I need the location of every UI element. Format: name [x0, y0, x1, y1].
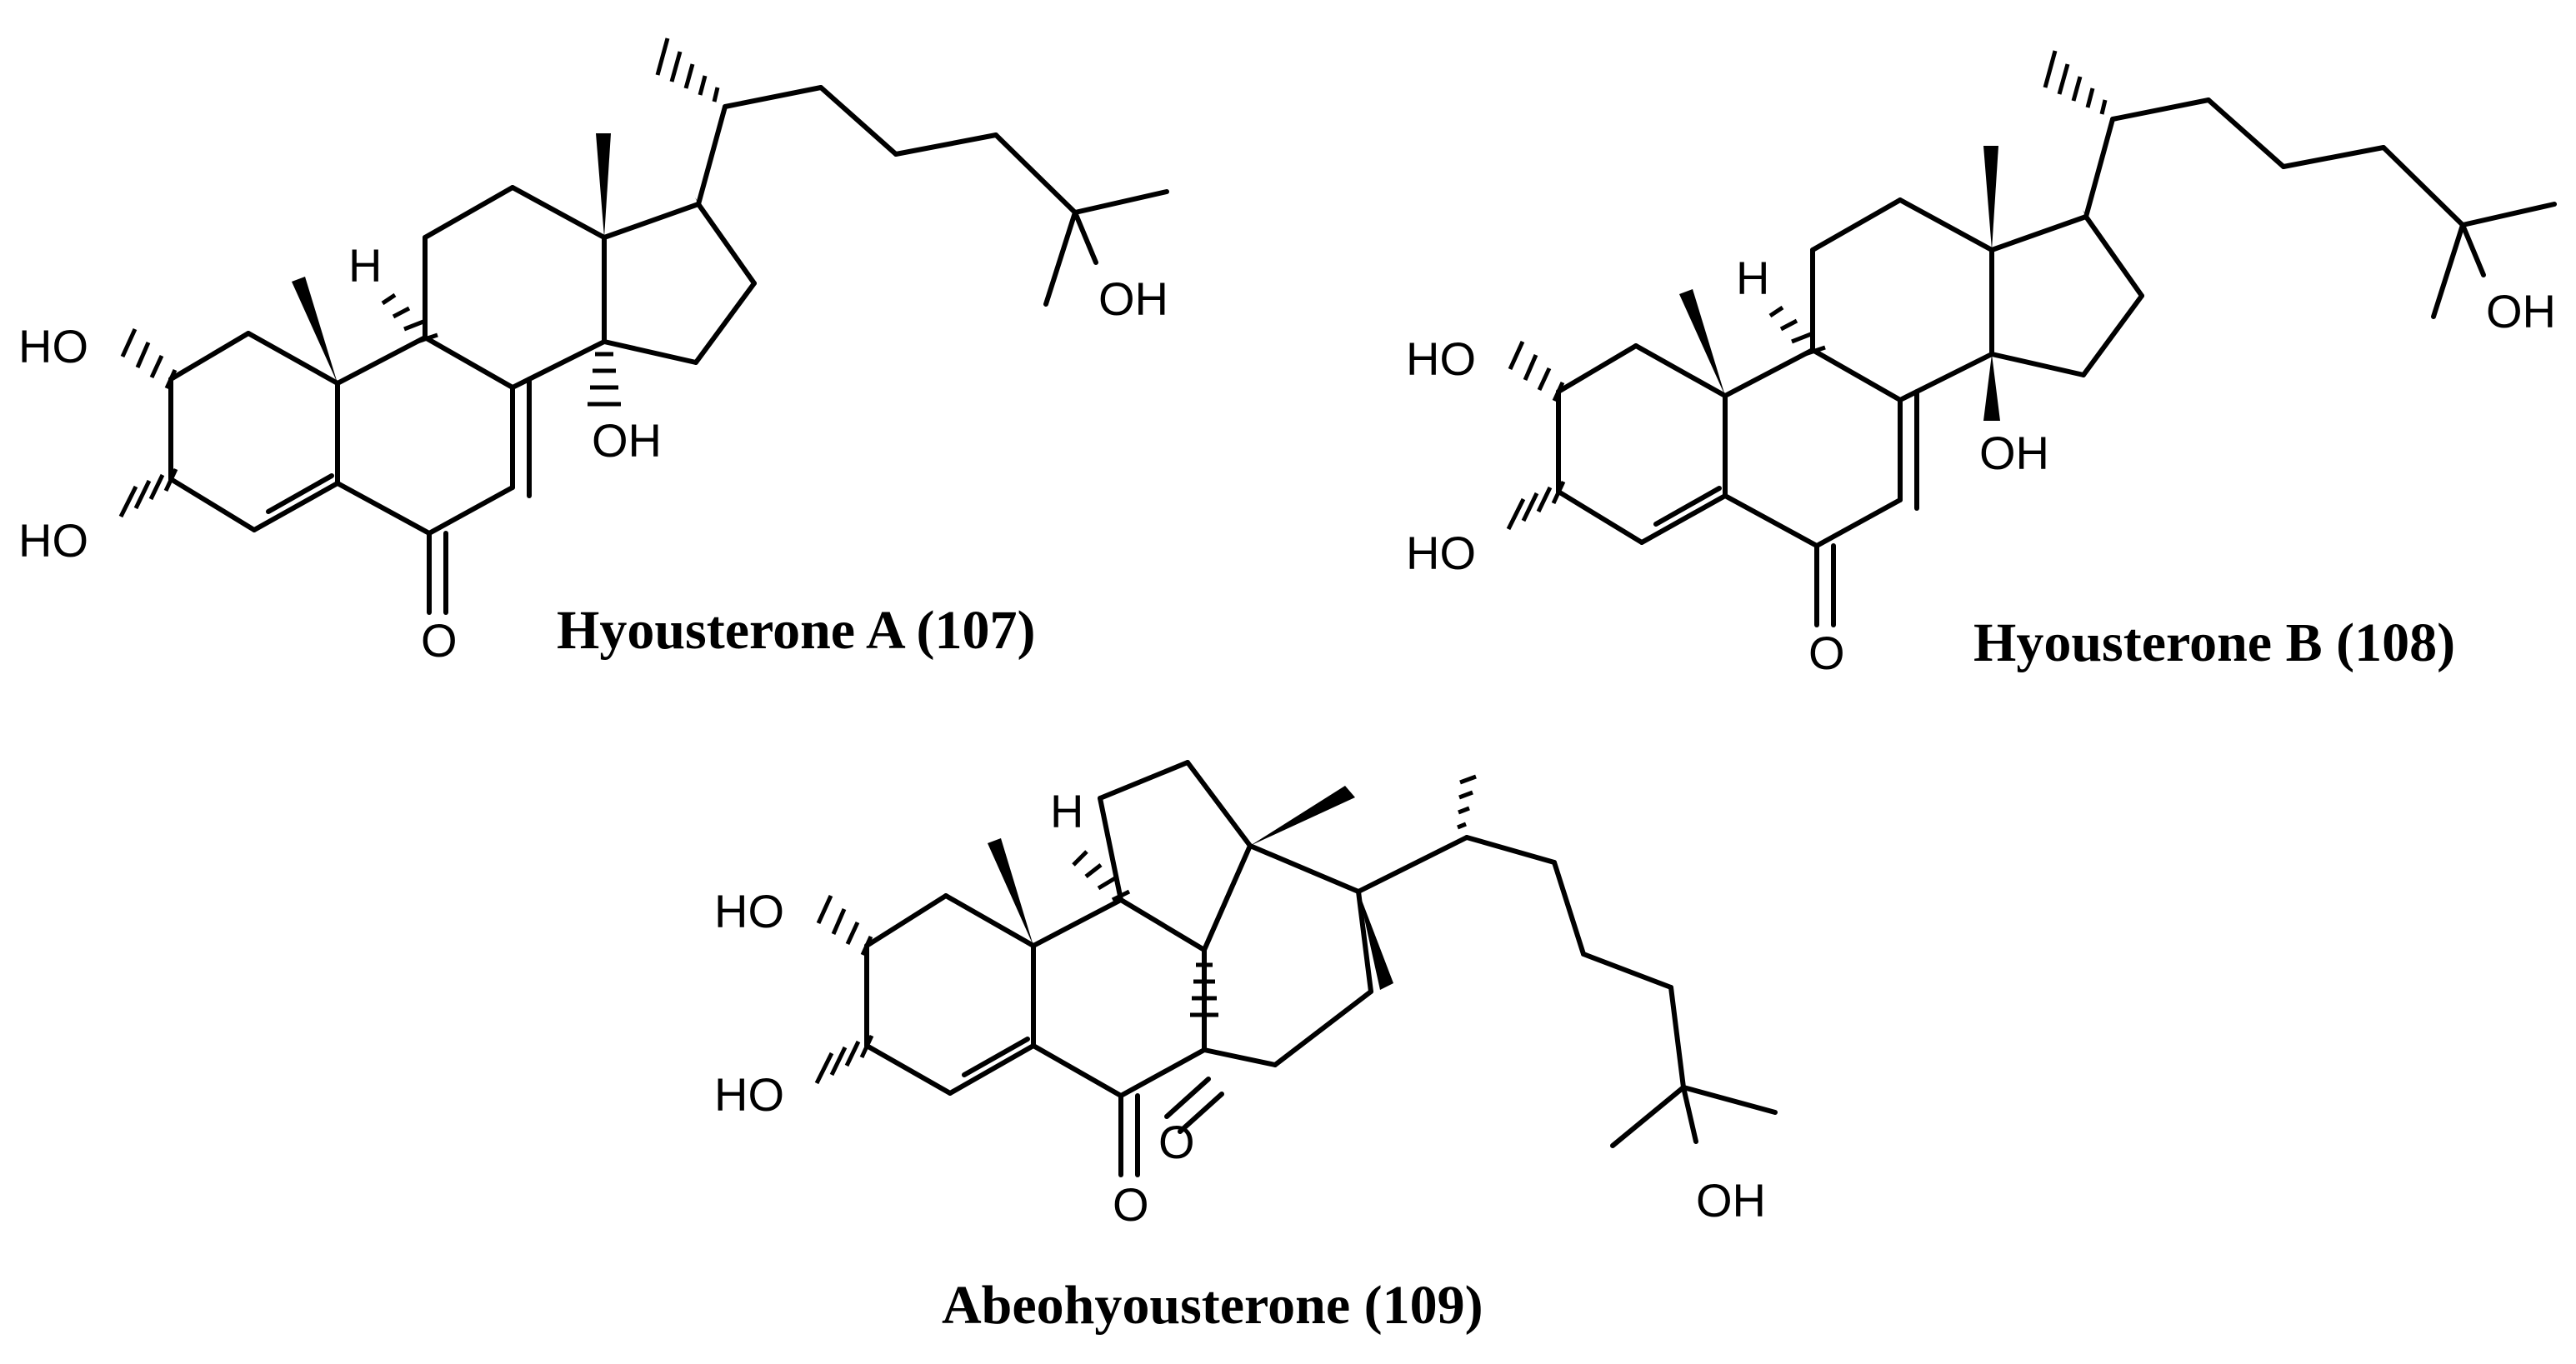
- carbonyl-oxygen-label: O: [1113, 1178, 1149, 1231]
- hydroxyl-label: OH: [592, 414, 662, 467]
- compound-abeohyousterone: HO HO H OH O O Abeohyousterone (109): [714, 760, 1778, 1336]
- carbonyl-oxygen-label: O: [1808, 627, 1845, 679]
- carbonyl-oxygen-label: O: [421, 614, 458, 667]
- compound-caption: Hyousterone A (107): [557, 600, 1035, 661]
- hydrogen-label: H: [348, 239, 382, 292]
- compound-hyousterone-b: HO HO H OH OH O Hyousterone B (108): [1406, 50, 2557, 679]
- hydrogen-label: H: [1050, 785, 1083, 837]
- hydroxyl-label: OH: [1696, 1174, 1766, 1227]
- hydroxyl-label: HO: [1406, 332, 1476, 385]
- hydroxyl-label: OH: [1979, 427, 2049, 479]
- hydrogen-label: H: [1736, 252, 1769, 304]
- carbonyl-oxygen-label: O: [1158, 1116, 1195, 1168]
- compound-caption: Abeohyousterone (109): [942, 1275, 1483, 1336]
- hydroxyl-label: HO: [18, 320, 88, 372]
- hydroxyl-label: OH: [1098, 272, 1168, 325]
- hydroxyl-label: OH: [2486, 285, 2556, 337]
- hydroxyl-label: HO: [714, 885, 784, 937]
- hydroxyl-label: HO: [18, 514, 88, 567]
- compound-hyousterone-a: HO HO H OH OH O Hyousterone A (107): [18, 37, 1169, 667]
- hydroxyl-label: HO: [1406, 527, 1476, 579]
- compound-caption: Hyousterone B (108): [1973, 612, 2455, 673]
- hydroxyl-label: HO: [714, 1068, 784, 1121]
